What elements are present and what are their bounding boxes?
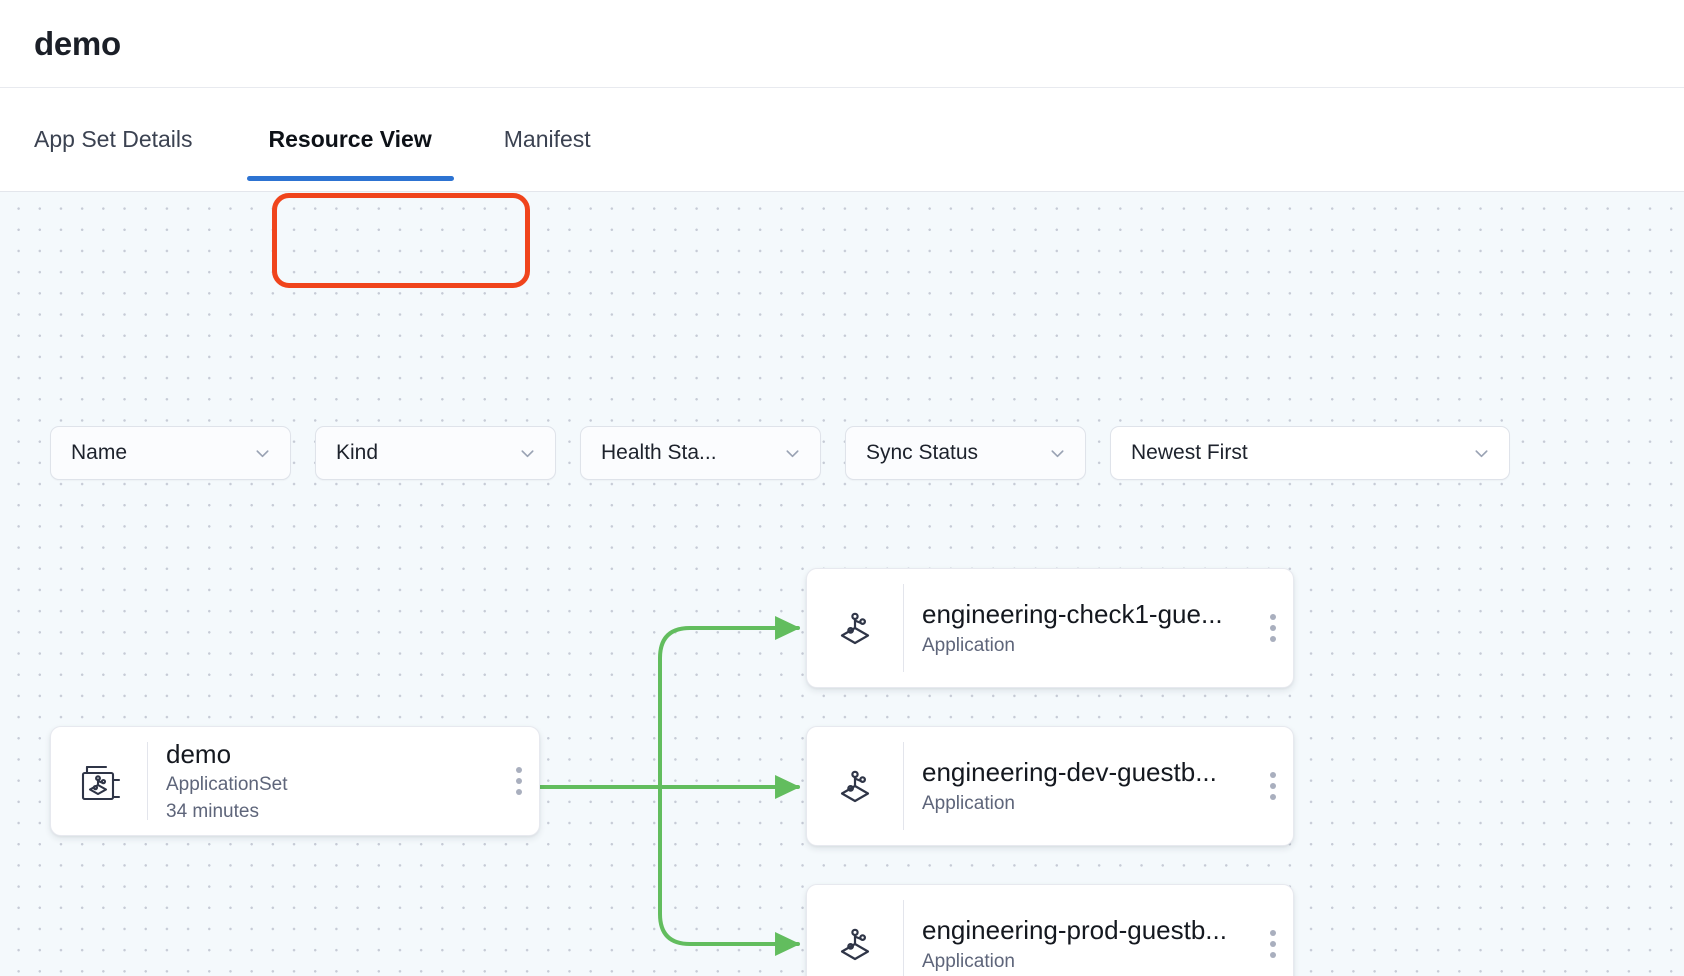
node-body: engineering-check1-gue... Application <box>904 598 1253 657</box>
tab-label: Resource View <box>268 126 432 152</box>
node-divider <box>903 584 904 672</box>
node-kind: ApplicationSet <box>166 774 288 796</box>
kebab-menu-icon[interactable] <box>499 767 539 795</box>
filter-health-status-dropdown[interactable]: Health Sta... <box>580 426 821 480</box>
chevron-down-icon <box>253 444 272 463</box>
tab-label: App Set Details <box>34 126 193 152</box>
application-icon <box>807 760 903 812</box>
kebab-dot <box>1270 952 1276 958</box>
tab-app-set-details[interactable]: App Set Details <box>34 88 233 192</box>
node-divider <box>903 742 904 830</box>
kebab-dot <box>1270 772 1276 778</box>
application-icon <box>807 602 903 654</box>
active-tab-underline <box>246 175 454 181</box>
node-divider <box>147 742 148 820</box>
chevron-down-icon <box>1472 444 1491 463</box>
tab-bar: App Set Details Resource View Manifest <box>0 88 1684 288</box>
kebab-menu-icon[interactable] <box>1253 930 1293 958</box>
filter-bar: Name Kind Health Sta... Sync Status Newe… <box>50 426 1510 480</box>
resource-graph-canvas[interactable]: Name Kind Health Sta... Sync Status Newe… <box>0 192 1684 976</box>
filter-sync-status-value: Sync Status <box>866 441 979 464</box>
applicationset-icon <box>51 754 147 808</box>
node-age: 34 minutes <box>166 800 259 822</box>
filter-sort-value: Newest First <box>1131 441 1248 464</box>
node-title: engineering-dev-guestb... <box>922 757 1217 788</box>
page-title: demo <box>34 24 121 62</box>
application-icon <box>807 918 903 970</box>
graph-node-application-2[interactable]: engineering-prod-guestb... Application <box>806 884 1294 976</box>
node-kind: Application <box>922 950 1015 972</box>
kebab-dot <box>1270 941 1276 947</box>
filter-kind-value: Kind <box>336 441 379 464</box>
kebab-menu-icon[interactable] <box>1253 614 1293 642</box>
filter-kind-dropdown[interactable]: Kind <box>315 426 556 480</box>
kebab-dot <box>1270 794 1276 800</box>
kebab-dot <box>1270 625 1276 631</box>
node-title: demo <box>166 738 232 769</box>
node-divider <box>903 900 904 976</box>
graph-node-application-0[interactable]: engineering-check1-gue... Application <box>806 568 1294 688</box>
tab-manifest[interactable]: Manifest <box>468 88 627 192</box>
node-body: demo ApplicationSet 34 minutes <box>148 738 499 825</box>
kebab-dot <box>1270 636 1276 642</box>
filter-name-dropdown[interactable]: Name <box>50 426 291 480</box>
graph-node-applicationset[interactable]: demo ApplicationSet 34 minutes <box>50 726 540 836</box>
kebab-dot <box>516 767 522 773</box>
chevron-down-icon <box>783 444 802 463</box>
filter-sync-status-dropdown[interactable]: Sync Status <box>845 426 1086 480</box>
tab-resource-view[interactable]: Resource View <box>233 88 468 192</box>
chevron-down-icon <box>518 444 537 463</box>
filter-name-value: Name <box>71 441 128 464</box>
node-kind: Application <box>922 792 1015 814</box>
node-title: engineering-prod-guestb... <box>922 915 1227 946</box>
kebab-dot <box>1270 614 1276 620</box>
kebab-menu-icon[interactable] <box>1253 772 1293 800</box>
graph-node-application-1[interactable]: engineering-dev-guestb... Application <box>806 726 1294 846</box>
page-header: demo <box>0 0 1684 88</box>
filter-sort-dropdown[interactable]: Newest First <box>1110 426 1510 480</box>
node-kind: Application <box>922 634 1015 656</box>
node-title: engineering-check1-gue... <box>922 599 1223 630</box>
kebab-dot <box>516 789 522 795</box>
kebab-dot <box>1270 930 1276 936</box>
node-body: engineering-dev-guestb... Application <box>904 756 1253 815</box>
node-body: engineering-prod-guestb... Application <box>904 914 1253 973</box>
tab-label: Manifest <box>503 126 591 152</box>
filter-health-status-value: Health Sta... <box>601 441 717 464</box>
chevron-down-icon <box>1048 444 1067 463</box>
kebab-dot <box>1270 783 1276 789</box>
kebab-dot <box>516 778 522 784</box>
